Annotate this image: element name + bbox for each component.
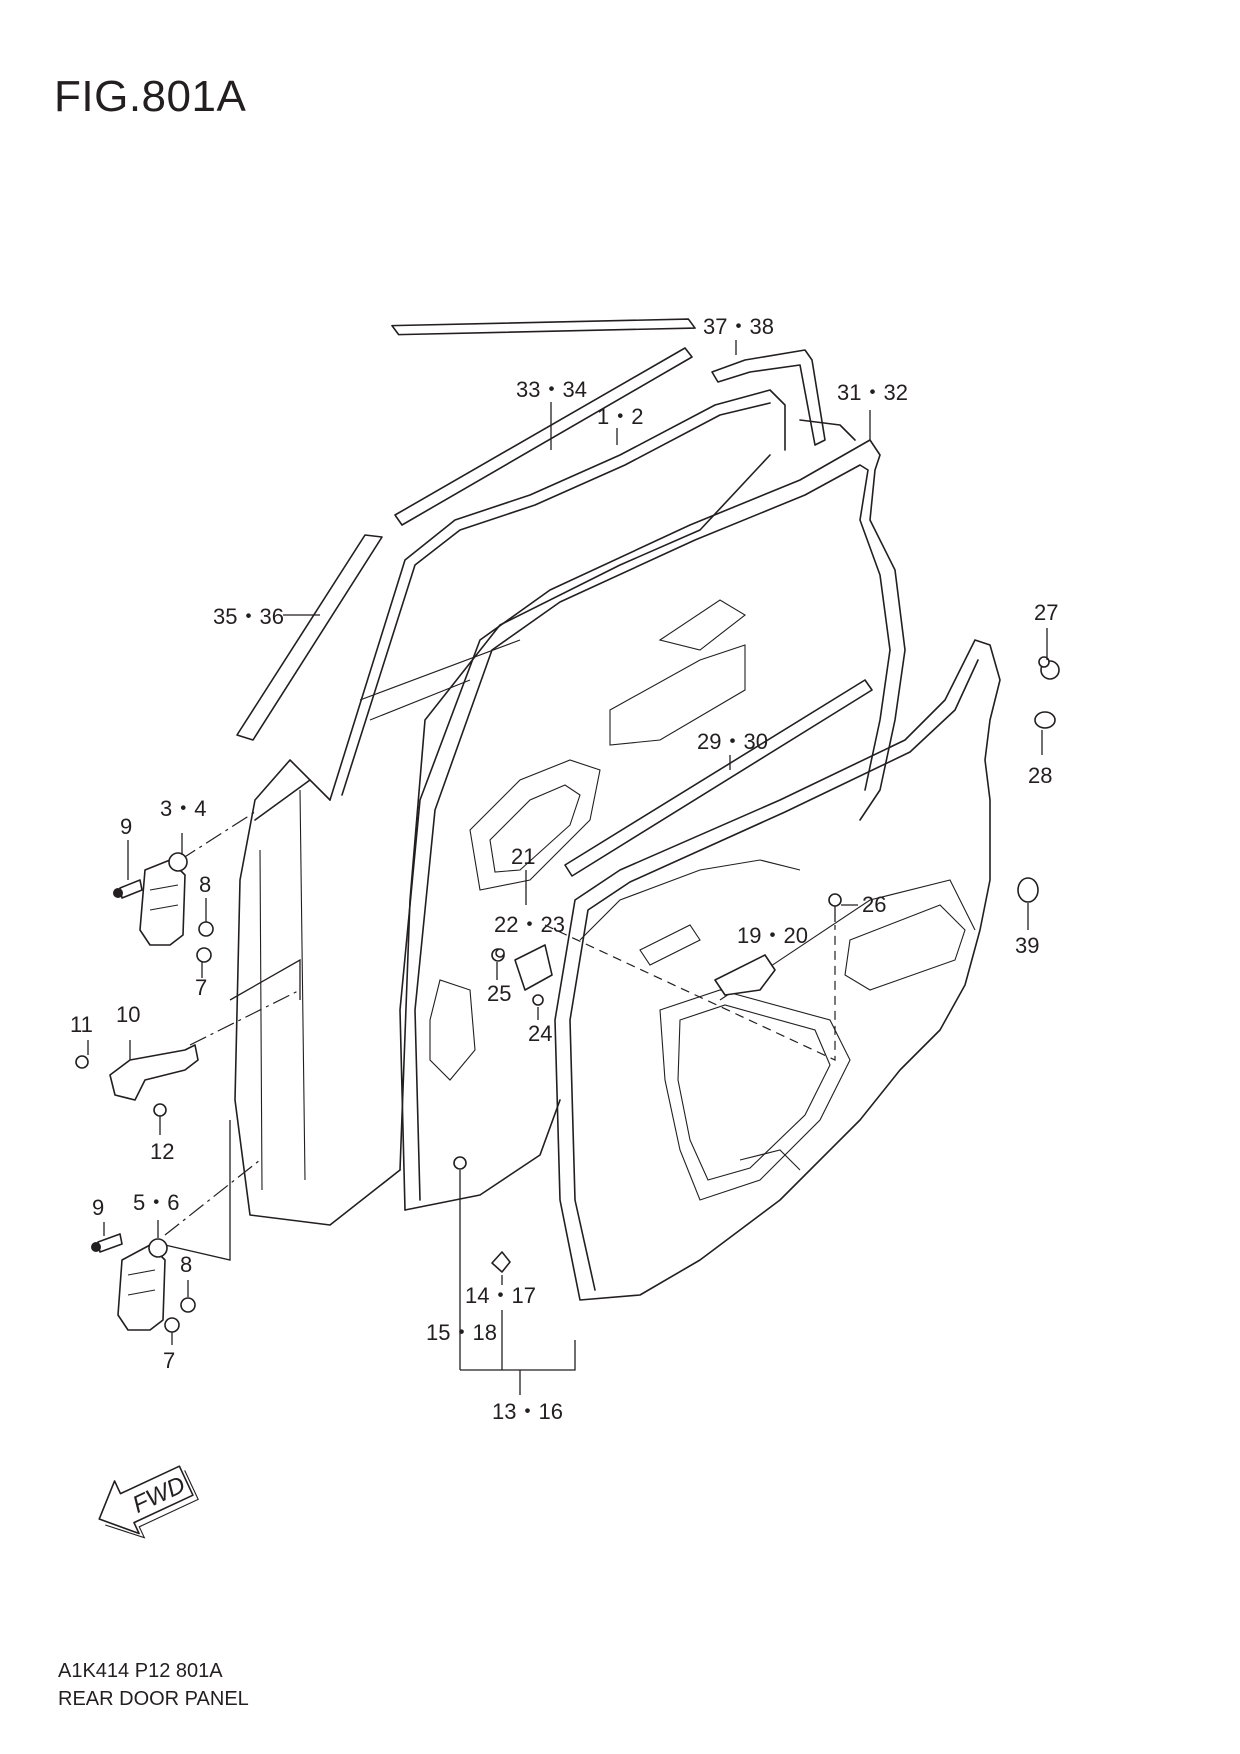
callout-9-upper: 9 (120, 814, 132, 839)
callout-1-2: 1・2 (597, 404, 643, 429)
hinge-bracket-lower (164, 1120, 231, 1261)
bolt-11 (75, 1055, 89, 1069)
figure-name: REAR DOOR PANEL (58, 1688, 249, 1710)
callout-28: 28 (1028, 763, 1052, 788)
callout-10: 10 (116, 1002, 140, 1027)
screw-24 (532, 994, 544, 1006)
callout-35-36: 35・36 (213, 604, 284, 629)
lower-door-hinge-5-6 (117, 1238, 168, 1331)
fwd-arrow-icon: FWD (98, 1465, 199, 1539)
bolt-9-lower (91, 1233, 123, 1253)
switch-bezel-19-20 (714, 954, 776, 996)
figure-title: FIG.801A (54, 72, 247, 121)
clip-25 (495, 948, 505, 958)
washer-7-lower (164, 1317, 180, 1333)
callout-31-32: 31・32 (837, 380, 908, 405)
callout-26: 26 (862, 892, 886, 917)
belt-molding-strip (391, 318, 696, 336)
upper-door-hinge-3-4 (139, 852, 188, 946)
callout-7-upper: 7 (195, 975, 207, 1000)
grommet-28 (1034, 711, 1056, 729)
nut-8-lower (180, 1297, 196, 1313)
outer-weatherstrip-33-34 (394, 347, 693, 526)
callout-labels: 37・38 33・34 1・2 31・32 35・36 27 29・30 28 … (70, 314, 1058, 1424)
callout-37-38: 37・38 (703, 314, 774, 339)
callout-8-upper: 8 (199, 872, 211, 897)
assembly-leader-21 (544, 924, 836, 1061)
callout-29-30: 29・30 (697, 729, 768, 754)
callout-9-lower: 9 (92, 1195, 104, 1220)
screw-26 (828, 893, 842, 922)
door-outer-panel (234, 389, 786, 1226)
callout-25: 25 (487, 981, 511, 1006)
callout-39: 39 (1015, 933, 1039, 958)
door-check-10 (109, 1044, 199, 1101)
callout-24: 24 (528, 1021, 552, 1046)
bolt-12 (153, 1103, 167, 1117)
hinge-bracket-upper (229, 958, 301, 1001)
callout-8-lower: 8 (180, 1252, 192, 1277)
glass-run-37-38 (711, 349, 826, 446)
callout-11: 11 (70, 1012, 93, 1037)
callout-12: 12 (150, 1139, 174, 1164)
clip-15-18 (453, 1156, 467, 1170)
hinge-leader-lower (164, 1159, 261, 1236)
washer-7-upper (196, 947, 212, 963)
clip-14-17 (491, 1251, 511, 1273)
callout-3-4: 3・4 (160, 796, 206, 821)
pillar-garnish-35-36 (236, 534, 383, 741)
hinge-leader-upper (179, 809, 259, 861)
clip-27 (1038, 656, 1060, 680)
callout-13-16: 13・16 (492, 1399, 563, 1424)
figure-code: A1K414 P12 801A (58, 1660, 223, 1682)
check-leader (189, 989, 301, 1046)
inner-belt-weatherstrip-29-30 (564, 679, 873, 877)
bolt-9-upper (113, 879, 143, 899)
nut-8-upper (198, 921, 214, 937)
callout-19-20: 19・20 (737, 923, 808, 948)
callout-22-23: 22・23 (494, 912, 565, 937)
door-inner-frame (399, 419, 906, 1211)
callout-33-34: 33・34 (516, 377, 587, 402)
callout-5-6: 5・6 (133, 1190, 179, 1215)
callout-14-17: 14・17 (465, 1283, 536, 1308)
door-trim-panel (554, 639, 1001, 1301)
callout-7-lower: 7 (163, 1348, 175, 1373)
callout-15-18: 15・18 (426, 1320, 497, 1345)
leader-lines (87, 340, 1048, 1395)
callout-27: 27 (1034, 600, 1058, 625)
callout-21: 21 (511, 844, 535, 869)
plug-39 (1017, 877, 1039, 903)
